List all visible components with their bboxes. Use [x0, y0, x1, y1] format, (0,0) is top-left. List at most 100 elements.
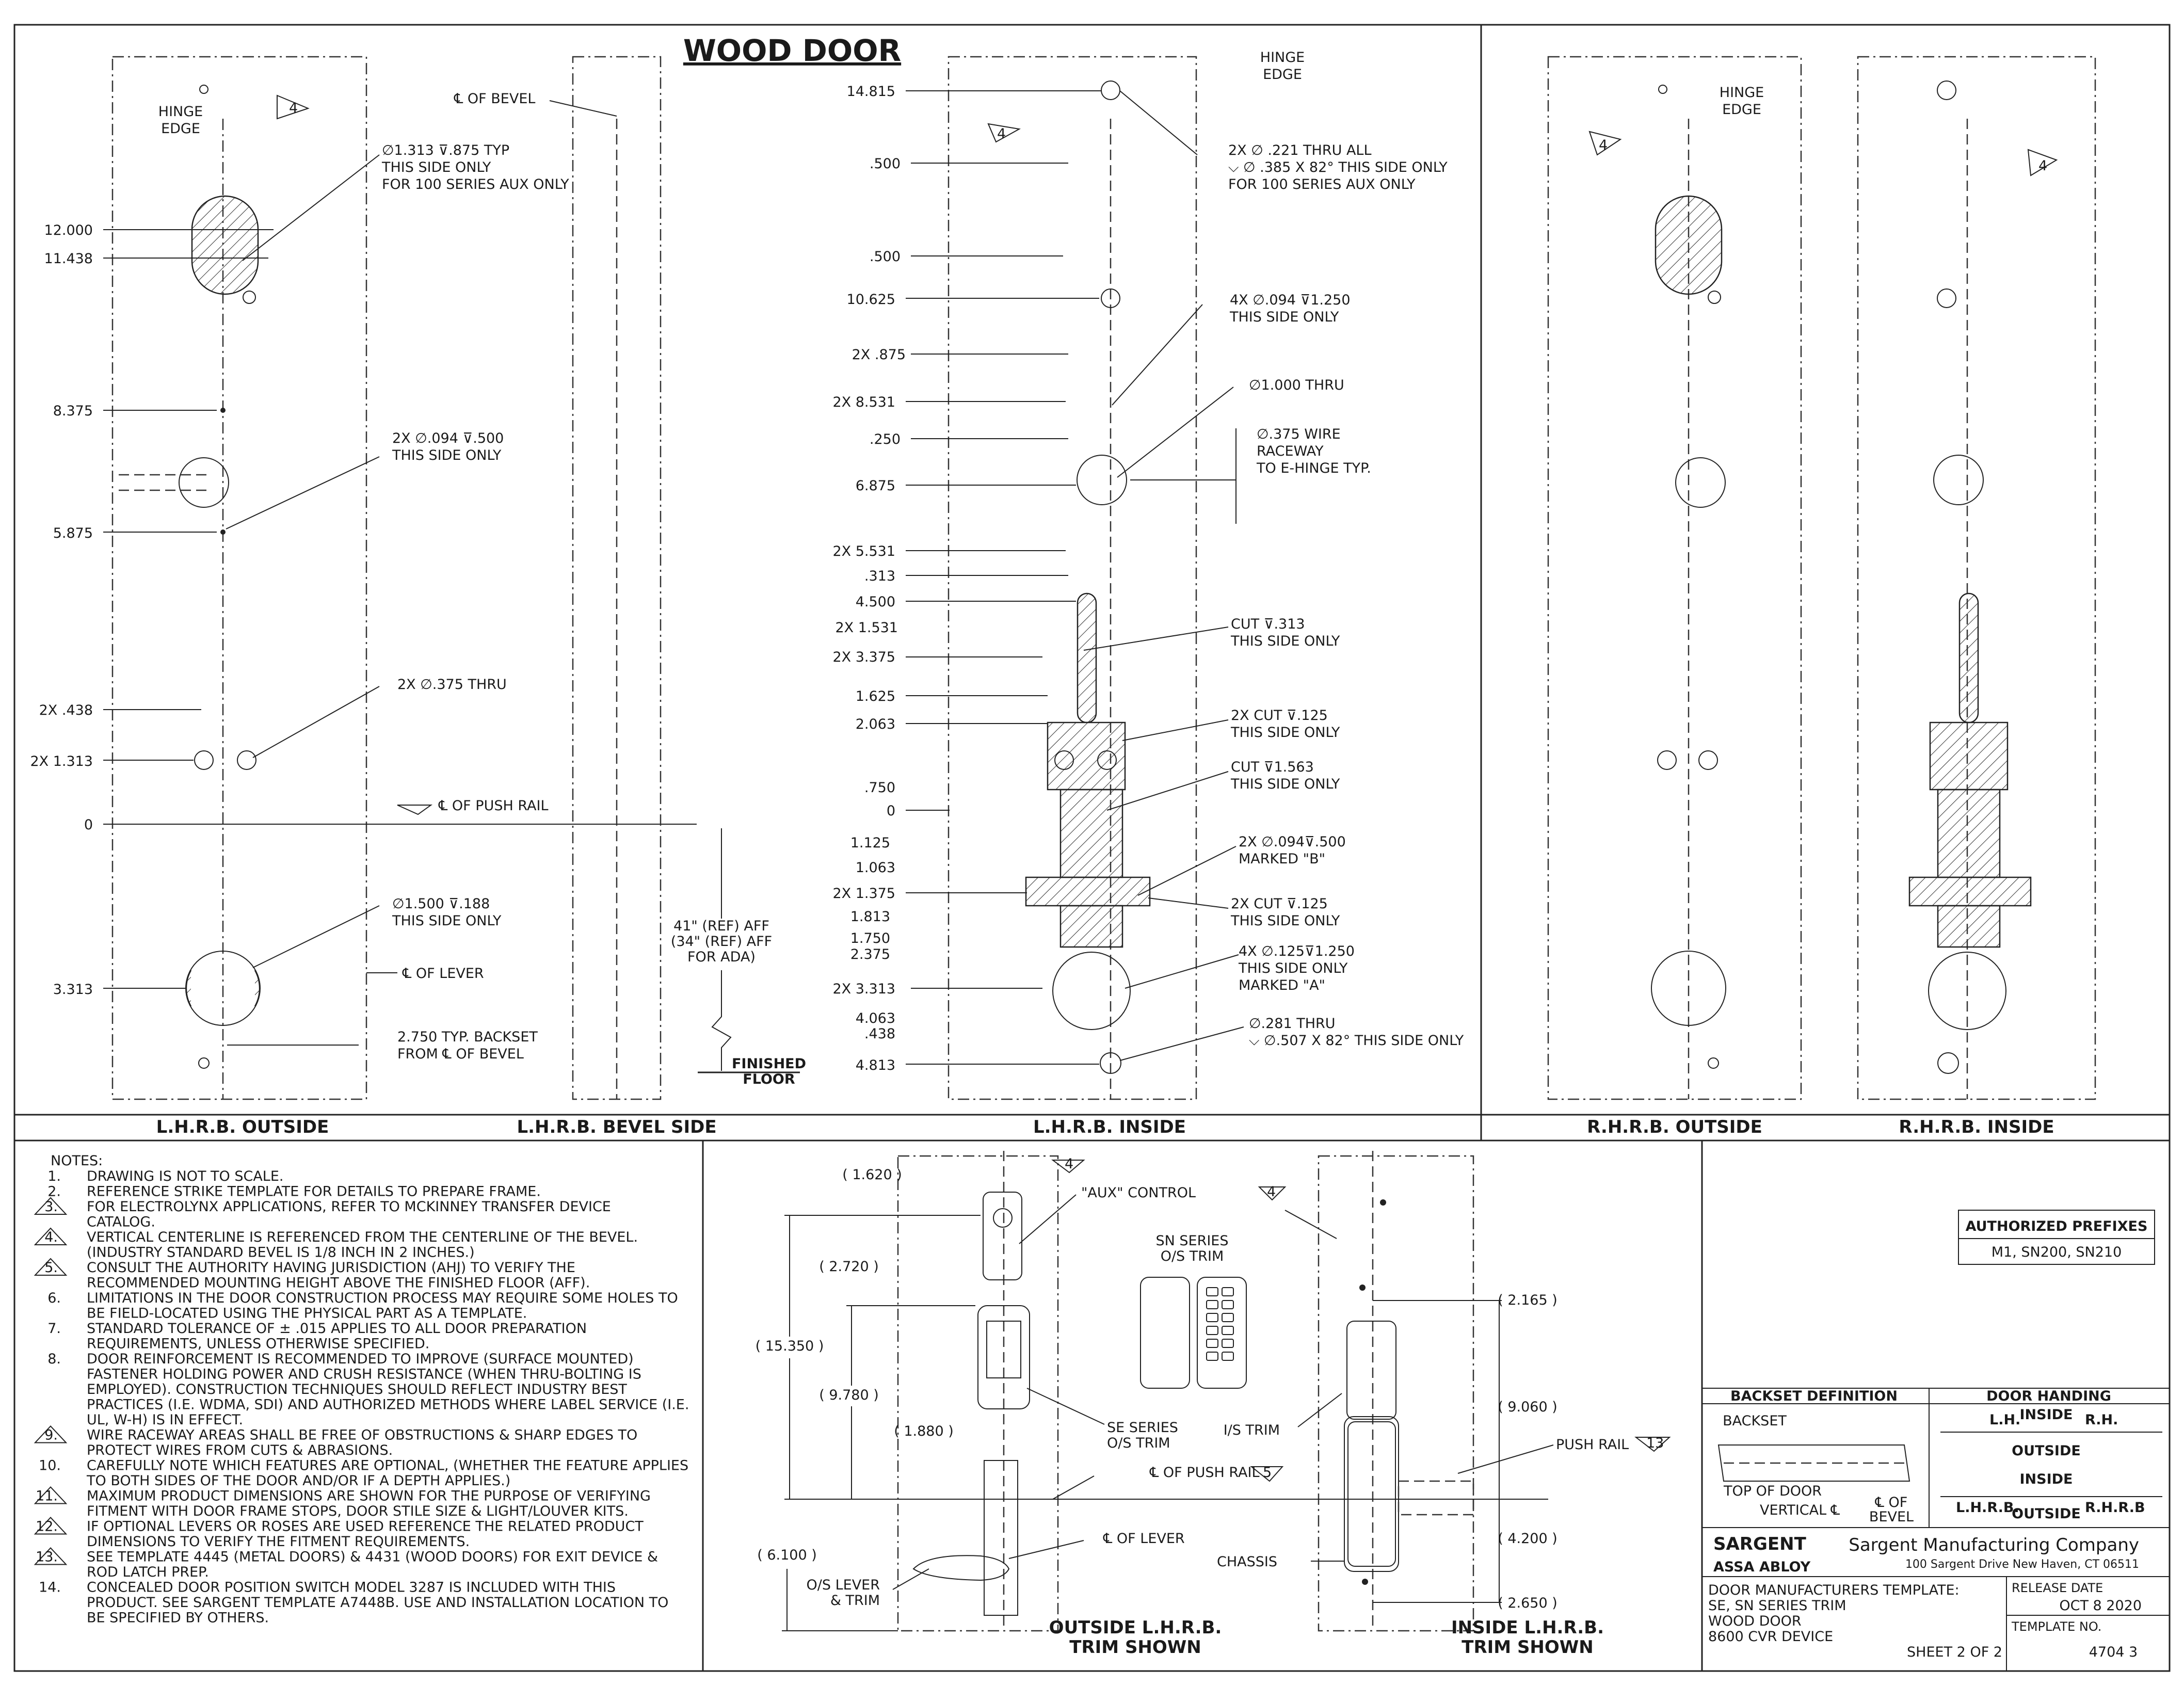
svg-text:2X 1.375: 2X 1.375	[832, 886, 895, 902]
svg-text:( 4.200 ): ( 4.200 )	[1498, 1531, 1557, 1547]
svg-text:℄ OF PUSH RAIL: ℄ OF PUSH RAIL	[438, 798, 549, 814]
note-item: 13. SEE TEMPLATE 4445 (METAL DOORS) & 443…	[34, 1547, 658, 1581]
svg-text:WOOD DOOR: WOOD DOOR	[1708, 1613, 1802, 1629]
svg-text:( 6.100 ): ( 6.100 )	[757, 1547, 817, 1563]
svg-text:.750: .750	[864, 780, 895, 796]
note-item: 4.VERTICAL CENTERLINE IS REFERENCED FROM…	[34, 1227, 638, 1261]
keypad-key	[1206, 1313, 1218, 1322]
svg-text:2.375: 2.375	[850, 946, 890, 962]
svg-text:5.875: 5.875	[53, 525, 93, 541]
note-text: SEE TEMPLATE 4445 (METAL DOORS) & 4431 (…	[87, 1549, 658, 1581]
keypad-key	[1222, 1339, 1234, 1348]
svg-text:12.000: 12.000	[44, 222, 93, 238]
keypad-key	[1206, 1326, 1218, 1335]
svg-text:1.125: 1.125	[850, 835, 890, 851]
backset-definition: BACKSET DEFINITION BACKSET TOP OF DOOR V…	[1701, 1388, 1930, 1528]
svg-text:2X 8.531: 2X 8.531	[832, 394, 895, 410]
note-number: 7.	[47, 1321, 61, 1337]
note-number: 12.	[36, 1519, 58, 1535]
svg-text:INSIDE L.H.R.B.TRIM SHOWN: INSIDE L.H.R.B.TRIM SHOWN	[1451, 1617, 1604, 1658]
door-handing: DOOR HANDING L.H. INSIDE R.H. OUTSIDE IN…	[1929, 1388, 2170, 1528]
note-item: 11.MAXIMUM PRODUCT DIMENSIONS ARE SHOWN …	[34, 1486, 651, 1520]
svg-text:.500: .500	[870, 156, 901, 172]
svg-text:6.875: 6.875	[856, 478, 895, 494]
label-rhrb-inside: R.H.R.B. INSIDE	[1899, 1117, 2054, 1137]
svg-text:BACKSET: BACKSET	[1723, 1413, 1787, 1429]
svg-text:2X 3.313: 2X 3.313	[832, 981, 895, 997]
svg-text:SHEET 2 OF 2: SHEET 2 OF 2	[1907, 1644, 2002, 1660]
note-item: 3.FOR ELECTROLYNX APPLICATIONS, REFER TO…	[34, 1197, 611, 1230]
svg-text:( 2.720 ): ( 2.720 )	[819, 1259, 879, 1275]
svg-text:3.313: 3.313	[53, 982, 93, 998]
svg-text:4: 4	[289, 100, 298, 116]
keypad-key	[1222, 1300, 1234, 1309]
label-lhrb-outside: L.H.R.B. OUTSIDE	[156, 1117, 329, 1137]
svg-text:℄ OF LEVER: ℄ OF LEVER	[1103, 1531, 1185, 1547]
svg-text:R.H.: R.H.	[2085, 1412, 2118, 1428]
svg-text:4: 4	[1599, 137, 1608, 153]
note-text: MAXIMUM PRODUCT DIMENSIONS ARE SHOWN FOR…	[87, 1488, 651, 1520]
note-number: 8.	[47, 1351, 61, 1367]
note-item: 2.REFERENCE STRIKE TEMPLATE FOR DETAILS …	[47, 1184, 541, 1200]
svg-text:( 1.620 ): ( 1.620 )	[842, 1167, 902, 1183]
svg-text:100 Sargent Drive New Haven, C: 100 Sargent Drive New Haven, CT 06511	[1905, 1558, 2139, 1571]
svg-text:BACKSET DEFINITION: BACKSET DEFINITION	[1730, 1388, 1898, 1404]
svg-text:0: 0	[887, 803, 895, 819]
keypad-key	[1222, 1313, 1234, 1322]
svg-text:SE, SN SERIES TRIM: SE, SN SERIES TRIM	[1708, 1598, 1846, 1614]
svg-text:2X 3.375: 2X 3.375	[832, 649, 895, 665]
svg-text:5: 5	[1263, 1465, 1272, 1481]
svg-text:1.063: 1.063	[856, 860, 895, 876]
note-number: 1.	[47, 1168, 61, 1184]
note-number: 10.	[39, 1458, 61, 1474]
svg-text:2X ∅.375 THRU: 2X ∅.375 THRU	[397, 677, 507, 693]
note-text: FOR ELECTROLYNX APPLICATIONS, REFER TO M…	[87, 1199, 611, 1230]
note-item: 14.CONCEALED DOOR POSITION SWITCH MODEL …	[39, 1580, 668, 1626]
svg-text:8.375: 8.375	[53, 403, 93, 419]
svg-text:℄ OF LEVER: ℄ OF LEVER	[402, 966, 484, 982]
svg-text:4.063: 4.063	[856, 1010, 895, 1026]
svg-text:2X 1.313: 2X 1.313	[30, 753, 93, 769]
svg-text:OCT 8 2020: OCT 8 2020	[2059, 1598, 2142, 1614]
note-number: 5.	[44, 1260, 58, 1276]
svg-text:14.815: 14.815	[847, 84, 895, 100]
note-item: 1.DRAWING IS NOT TO SCALE.	[47, 1168, 283, 1184]
note-text: CONSULT THE AUTHORITY HAVING JURISDICTIO…	[87, 1260, 590, 1291]
aux-hole	[191, 195, 259, 295]
svg-text:( 15.350 ): ( 15.350 )	[756, 1338, 824, 1354]
label-rhrb-outside: R.H.R.B. OUTSIDE	[1587, 1117, 1762, 1137]
svg-text:AUTHORIZED PREFIXES: AUTHORIZED PREFIXES	[1966, 1218, 2148, 1234]
keypad-key	[1206, 1339, 1218, 1348]
note-number: 6.	[47, 1290, 61, 1306]
note-item: 8.DOOR REINFORCEMENT IS RECOMMENDED TO I…	[47, 1351, 689, 1428]
note-number: 13.	[36, 1549, 58, 1565]
svg-text:1.750: 1.750	[850, 930, 890, 946]
svg-text:R.H.R.B: R.H.R.B	[2085, 1500, 2145, 1516]
view-rhrb-inside: 4	[1857, 56, 2096, 1100]
note-text: STANDARD TOLERANCE OF ± .015 APPLIES TO …	[87, 1321, 587, 1352]
os-lever	[912, 1555, 1010, 1581]
svg-text:℄ OF BEVEL: ℄ OF BEVEL	[454, 91, 535, 107]
svg-text:L.H.: L.H.	[1989, 1412, 2020, 1428]
note-item: 6.LIMITATIONS IN THE DOOR CONSTRUCTION P…	[47, 1290, 678, 1322]
note-item: 12.IF OPTIONAL LEVERS OR ROSES ARE USED …	[34, 1517, 644, 1550]
outside-trim-view: ( 1.620 ) ( 2.720 ) ( 15.350 ) ( 9.780 )…	[756, 1151, 1284, 1658]
svg-text:2X 1.531: 2X 1.531	[835, 620, 898, 636]
title-block: SARGENT ASSA ABLOY Sargent Manufacturing…	[1701, 1527, 2170, 1672]
svg-text:2X .438: 2X .438	[39, 702, 93, 718]
note-text: REFERENCE STRIKE TEMPLATE FOR DETAILS TO…	[87, 1184, 541, 1200]
